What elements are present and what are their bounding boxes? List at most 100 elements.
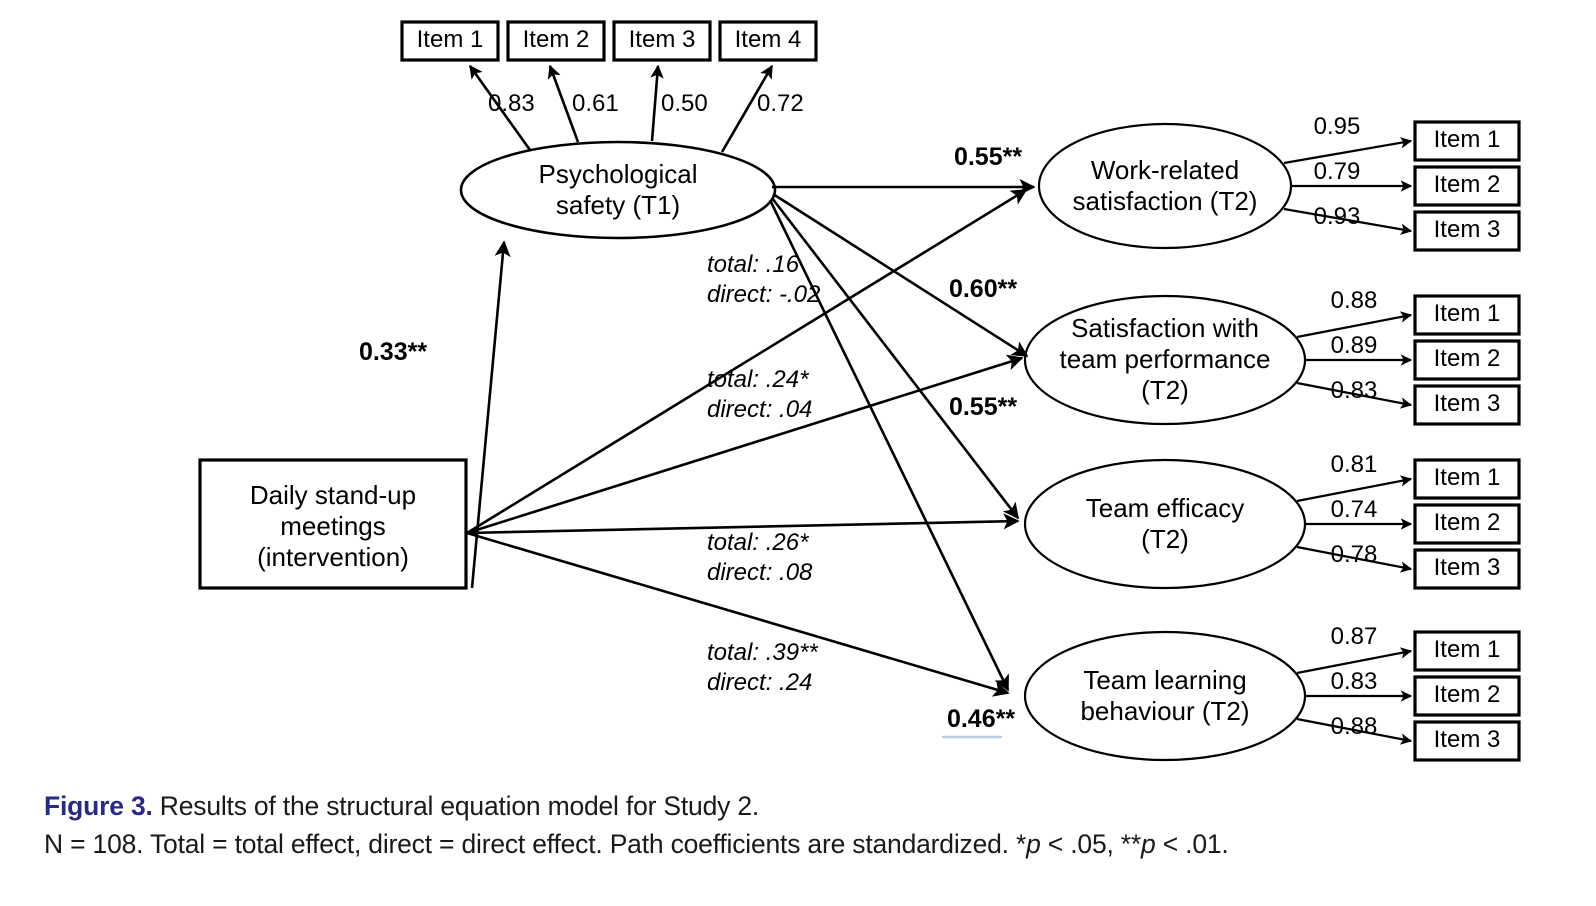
mediation-effect-labels: total: .16 direct: -.02 total: .24* dire… <box>707 251 820 696</box>
loading-label-ws-2: 0.79 <box>1314 158 1361 185</box>
ws-item-box-2[interactable] <box>1413 165 1521 207</box>
structural-paths-from-psych-safety <box>768 178 1036 692</box>
node-work-related-satisfaction[interactable]: Work-related satisfaction (T2) <box>1037 122 1293 250</box>
loading-label-ps-3: 0.50 <box>661 90 708 117</box>
loading-arrow-tp-3 <box>1296 381 1413 409</box>
loading-label-tl-3: 0.88 <box>1331 713 1378 740</box>
loading-label-ws-1: 0.95 <box>1314 113 1361 140</box>
loading-arrow-tl-1 <box>1296 647 1413 675</box>
team-performance-label-line1: Satisfaction with <box>1071 313 1259 343</box>
node-team-efficacy[interactable]: Team efficacy (T2) <box>1023 458 1307 590</box>
loading-label-ws-3: 0.93 <box>1314 203 1361 230</box>
path-intervention-to-team-efficacy <box>466 513 1020 535</box>
node-intervention[interactable]: Daily stand-up meetings (intervention) <box>198 458 468 590</box>
mediation-direct-2: direct: .04 <box>707 396 812 423</box>
team-learning-indicator-group: Item 1 Item 2 Item 3 0.87 0.83 0.88 <box>1296 623 1521 762</box>
loading-label-tl-1: 0.87 <box>1331 623 1378 650</box>
tl-item-box-1[interactable] <box>1413 630 1521 672</box>
coef-ps-work-satisfaction: 0.55** <box>954 143 1022 171</box>
tl-item-box-2[interactable] <box>1413 675 1521 717</box>
loading-arrow-ps-2 <box>547 64 580 143</box>
caption-line-2: N = 108. Total = total effect, direct = … <box>44 826 1524 864</box>
ps-item-box-2[interactable] <box>506 20 606 62</box>
coef-ps-team-learning: 0.46** <box>947 705 1015 733</box>
ps-item-label-3: Item 3 <box>629 26 696 53</box>
ps-item-box-3[interactable] <box>612 20 712 62</box>
node-psychological-safety[interactable]: Psychological safety (T1) <box>459 140 777 240</box>
team-performance-label-line3: (T2) <box>1141 375 1189 405</box>
work-satisfaction-label-line1: Work-related <box>1091 155 1239 185</box>
coef-ps-team-performance: 0.60** <box>949 275 1017 303</box>
tp-item-box-3[interactable] <box>1413 384 1521 426</box>
team-performance-label-line2: team performance <box>1060 344 1271 374</box>
tp-item-box-1[interactable] <box>1413 294 1521 336</box>
loading-label-ps-2: 0.61 <box>572 90 619 117</box>
sem-diagram: Item 1 Item 2 Item 3 Item 4 0.83 0.61 0.… <box>198 20 1521 762</box>
loading-arrow-te-3 <box>1296 545 1413 573</box>
tl-item-label-3: Item 3 <box>1434 726 1501 753</box>
ps-item-box-4[interactable] <box>718 20 818 62</box>
te-item-box-2[interactable] <box>1413 503 1521 545</box>
tp-item-label-2: Item 2 <box>1434 345 1501 372</box>
mediation-direct-3: direct: .08 <box>707 559 813 586</box>
mediation-total-3: total: .26* <box>707 529 809 556</box>
mediation-total-1: total: .16 <box>707 251 800 278</box>
te-item-box-1[interactable] <box>1413 458 1521 500</box>
ws-item-box-3[interactable] <box>1413 210 1521 252</box>
te-item-label-2: Item 2 <box>1434 509 1501 536</box>
tp-item-box-2[interactable] <box>1413 339 1521 381</box>
caption-figure-number: Figure 3. <box>44 791 153 821</box>
tl-item-box-3[interactable] <box>1413 720 1521 762</box>
team-efficacy-label-line2: (T2) <box>1141 524 1189 554</box>
intervention-label-line2: meetings <box>280 511 386 541</box>
ps-item-label-1: Item 1 <box>417 26 484 53</box>
psych-safety-loading-labels: 0.83 0.61 0.50 0.72 <box>488 90 804 117</box>
ws-item-label-1: Item 1 <box>1434 126 1501 153</box>
figure-caption: Figure 3. Results of the structural equa… <box>44 788 1524 863</box>
team-efficacy-label-line1: Team efficacy <box>1086 493 1244 523</box>
ps-item-label-4: Item 4 <box>735 26 802 53</box>
path-ps-to-team-performance <box>772 192 1029 358</box>
loading-label-te-3: 0.78 <box>1331 541 1378 568</box>
psych-safety-ellipse[interactable] <box>459 140 777 240</box>
loading-arrow-ws-3 <box>1283 207 1413 235</box>
loading-label-tl-2: 0.83 <box>1331 668 1378 695</box>
mediation-direct-1: direct: -.02 <box>707 281 820 308</box>
intervention-box[interactable] <box>198 458 468 590</box>
loading-label-tp-3: 0.83 <box>1331 377 1378 404</box>
loading-arrow-te-1 <box>1296 475 1413 503</box>
intervention-label-line3: (intervention) <box>257 542 409 572</box>
tp-item-label-1: Item 1 <box>1434 300 1501 327</box>
team-efficacy-indicator-group: Item 1 Item 2 Item 3 0.81 0.74 0.78 <box>1296 451 1521 590</box>
caption-note-pre: N = 108. Total = total effect, direct = … <box>44 828 1027 859</box>
ws-item-label-3: Item 3 <box>1434 216 1501 243</box>
loading-arrow-ws-1 <box>1283 137 1413 165</box>
node-team-learning[interactable]: Team learning behaviour (T2) <box>1023 630 1307 762</box>
te-item-box-3[interactable] <box>1413 548 1521 590</box>
coef-intervention-psych-safety: 0.33** <box>359 338 427 366</box>
loading-label-ps-1: 0.83 <box>488 90 535 117</box>
path-ps-to-team-learning <box>768 199 1010 692</box>
caption-note-p-first: p <box>1026 828 1041 859</box>
ps-item-box-1[interactable] <box>400 20 500 62</box>
loading-label-tp-1: 0.88 <box>1331 287 1378 314</box>
psych-safety-label-line1: Psychological <box>539 159 698 189</box>
psych-safety-label-line2: safety (T1) <box>556 190 680 220</box>
ws-item-box-1[interactable] <box>1413 120 1521 162</box>
structural-path-coefficient-labels: 0.55** 0.60** 0.55** 0.46** <box>942 143 1022 739</box>
team-learning-label-line1: Team learning <box>1083 665 1246 695</box>
node-team-performance[interactable]: Satisfaction with team performance (T2) <box>1023 294 1307 426</box>
path-intervention-to-team-performance <box>466 354 1024 535</box>
tl-item-label-1: Item 1 <box>1434 636 1501 663</box>
mediation-total-4: total: .39** <box>707 639 818 666</box>
work-satisfaction-indicator-group: Item 1 Item 2 Item 3 0.95 0.79 0.93 <box>1283 113 1521 252</box>
path-intervention-to-team-learning <box>466 531 1010 697</box>
tp-item-label-3: Item 3 <box>1434 390 1501 417</box>
psych-safety-indicator-group: Item 1 Item 2 Item 3 Item 4 <box>400 20 818 62</box>
loading-arrow-tp-1 <box>1296 311 1413 339</box>
psych-safety-loading-arrows <box>468 64 774 153</box>
path-intervention-to-work-satisfaction <box>466 188 1028 535</box>
team-learning-label-line2: behaviour (T2) <box>1080 696 1249 726</box>
loading-label-te-2: 0.74 <box>1331 496 1378 523</box>
tl-item-label-2: Item 2 <box>1434 681 1501 708</box>
